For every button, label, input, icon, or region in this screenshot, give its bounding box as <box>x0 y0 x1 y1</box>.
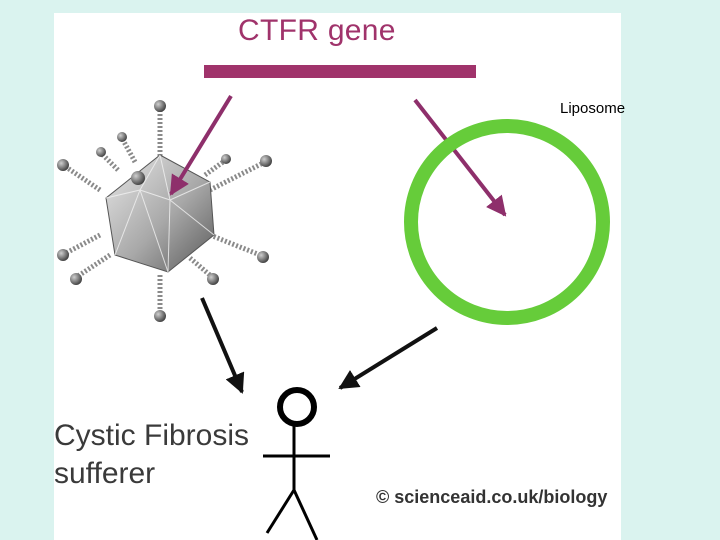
sufferer-label: Cystic Fibrosis sufferer <box>54 417 249 493</box>
gene-to-liposome-arrow <box>413 98 507 217</box>
liposome-to-sufferer-arrow <box>338 326 439 390</box>
virus-icon <box>57 100 272 322</box>
stick-figure-icon <box>263 387 330 540</box>
virus-to-sufferer-arrow <box>200 297 245 394</box>
sufferer-label-line2: sufferer <box>54 457 156 490</box>
sufferer-label-line1: Cystic Fibrosis <box>54 419 250 452</box>
source-credit: © scienceaid.co.uk/biology <box>376 487 608 507</box>
diagram-panel <box>54 13 621 540</box>
gene-bar <box>204 65 476 78</box>
gene-title: CTFR gene <box>238 14 396 47</box>
liposome-label: Liposome <box>560 100 626 117</box>
liposome-ring <box>404 119 610 325</box>
gene-to-virus-arrow <box>169 94 233 196</box>
